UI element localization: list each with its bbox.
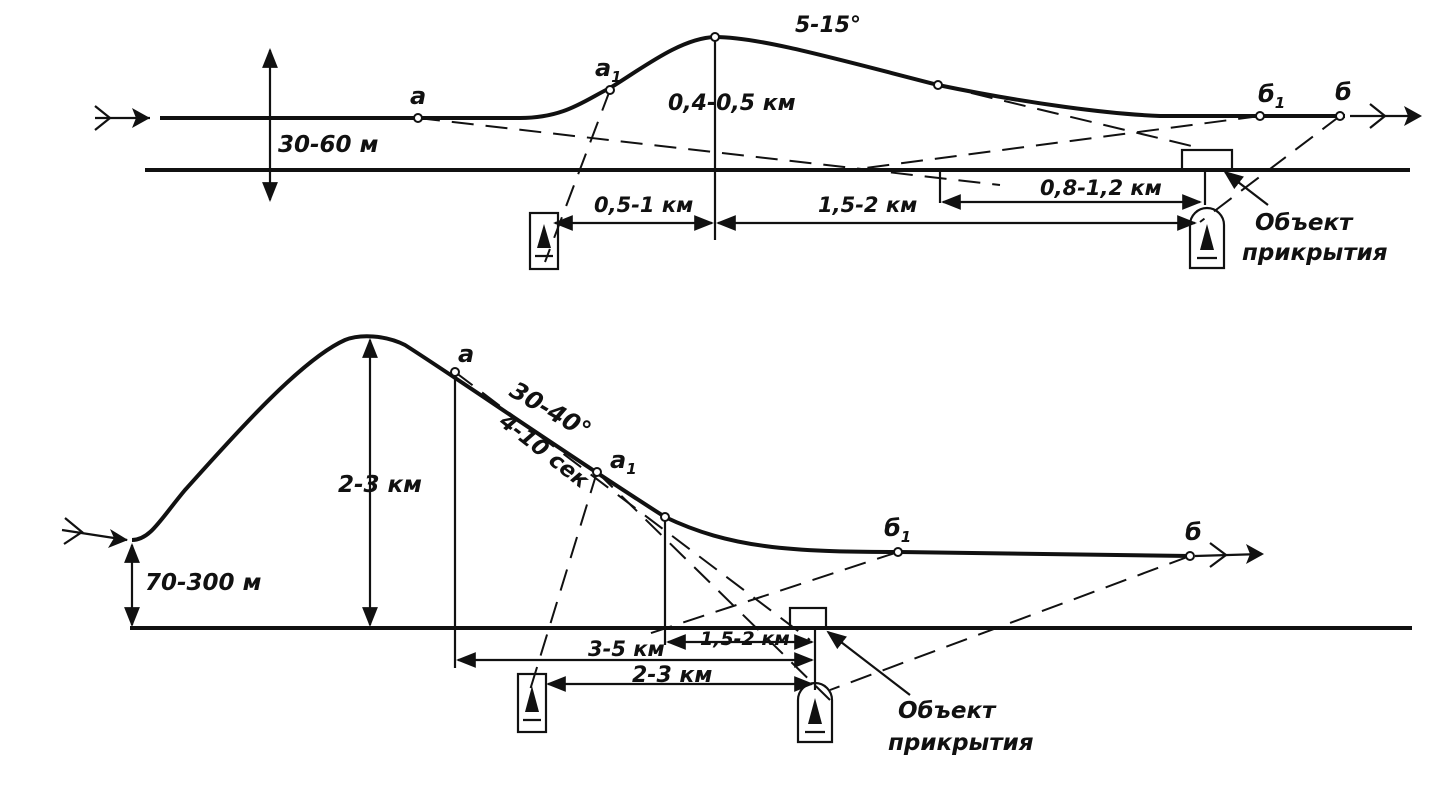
aa-gun-arched-icon xyxy=(1188,206,1226,270)
bottom-point-b1 xyxy=(893,547,903,557)
bottom-dash-b1 xyxy=(644,551,899,636)
bottom-dist-b-label: 1,5-2 км xyxy=(700,628,790,650)
bottom-object-label-2: прикрытия xyxy=(888,730,1034,756)
bottom-point-b xyxy=(1185,551,1195,561)
top-point-b1 xyxy=(1255,111,1265,121)
bottom-point-b1-label: б1 xyxy=(884,514,911,546)
bottom-point-mid xyxy=(660,512,670,522)
top-height-dive-label: 0,4-0,5 км xyxy=(668,91,796,116)
top-dash-a1 xyxy=(544,89,611,263)
bottom-point-a xyxy=(450,367,460,377)
top-object-label-2: прикрытия xyxy=(1242,240,1388,266)
target-object-icon xyxy=(788,606,828,630)
top-diagram: 5-15° 30-60 м 0,4-0,5 км 0,5-1 км 1,5-2 … xyxy=(94,13,1422,271)
top-dist-mid-label: 1,5-2 км xyxy=(818,193,917,217)
top-dash-mid xyxy=(937,84,1201,149)
bottom-point-a-label: а xyxy=(458,340,474,368)
top-point-a xyxy=(413,113,423,123)
top-dist-left-label: 0,5-1 км xyxy=(594,193,693,217)
top-point-b xyxy=(1335,111,1345,121)
bottom-dash-a1b xyxy=(596,471,831,701)
bottom-dash-a1 xyxy=(529,471,598,691)
top-dash-b1 xyxy=(849,115,1261,171)
bottom-height-climb-label: 2-3 км xyxy=(338,472,422,498)
bottom-dist-c-label: 2-3 км xyxy=(632,663,712,688)
top-flight-path xyxy=(160,34,1345,120)
bottom-flight-path xyxy=(131,334,1191,558)
bottom-object-callout xyxy=(826,630,911,696)
top-angle-label: 5-15° xyxy=(795,13,861,38)
top-point-apex xyxy=(710,32,720,42)
top-dist-right-label: 0,8-1,2 км xyxy=(1040,176,1162,200)
target-object-icon xyxy=(1180,148,1234,172)
bottom-point-a1 xyxy=(592,467,602,477)
top-dash-b xyxy=(1199,115,1341,223)
top-point-a1-label: а1 xyxy=(595,54,622,86)
top-dash-a xyxy=(417,117,1001,186)
top-point-b1-label: б1 xyxy=(1258,80,1285,112)
bottom-dash-b xyxy=(829,555,1191,691)
top-object-callout xyxy=(1223,170,1269,206)
top-point-mid xyxy=(933,80,943,90)
bottom-point-b-label: б xyxy=(1185,518,1202,546)
arrow-in-icon xyxy=(94,105,150,131)
aa-gun-square-icon xyxy=(516,672,548,734)
top-object-label-1: Объект xyxy=(1255,210,1354,236)
bottom-height-low-label: 70-300 м xyxy=(145,570,262,596)
bottom-point-a1-label: а1 xyxy=(610,446,637,478)
bottom-dist-a-label: 3-5 км xyxy=(588,637,665,661)
arrow-out-icon xyxy=(1194,542,1264,568)
aa-gun-square-icon xyxy=(528,211,560,271)
arrow-out-icon xyxy=(1350,103,1422,129)
bottom-diagram: 30-40° 4-10 сек 70-300 м 2-3 км 3-5 км 1… xyxy=(61,334,1412,756)
aa-gun-arched-icon xyxy=(796,681,834,744)
top-height-low-label: 30-60 м xyxy=(278,132,379,158)
bottom-object-label-1: Объект xyxy=(898,698,997,724)
top-point-b-label: б xyxy=(1335,78,1352,106)
top-point-a-label: а xyxy=(410,82,426,110)
arrow-in-icon xyxy=(61,517,128,548)
top-point-a1 xyxy=(605,85,615,95)
